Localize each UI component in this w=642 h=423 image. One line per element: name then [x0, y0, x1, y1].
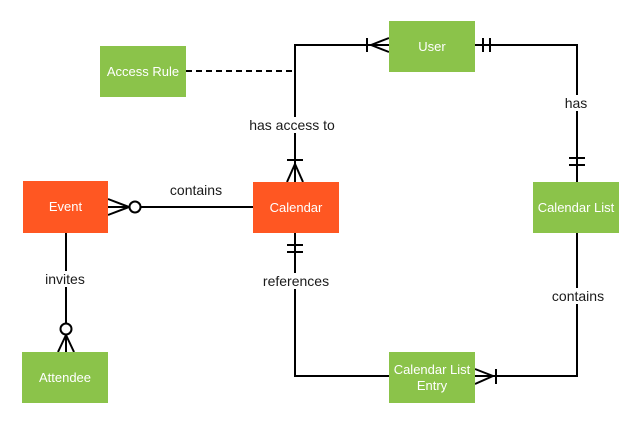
entity-calendar: Calendar [253, 182, 339, 233]
relationship-label-invites: invites [41, 271, 89, 287]
exactly-one-ticks-marker [569, 157, 585, 166]
entity-calendar-list: Calendar List [533, 182, 619, 233]
crows-foot-many-marker [57, 334, 75, 353]
entity-calendar-list-entry: Calendar List Entry [389, 352, 475, 403]
relationship-label-has: has [560, 95, 592, 111]
entity-user: User [389, 21, 475, 72]
relationship-user-has-calendarlist [475, 38, 585, 182]
entity-access-rule: Access Rule [100, 46, 186, 97]
exactly-one-ticks-marker [287, 244, 303, 253]
exactly-one-ticks-marker [482, 38, 491, 52]
relationship-label-has-access-to: has access to [245, 117, 339, 133]
relationship-label-references: references [258, 273, 334, 289]
relationship-label-contains-event-calendar: contains [165, 182, 227, 198]
zero-circle-marker [128, 200, 142, 214]
relationship-calendarlist-contains-entry [474, 233, 578, 385]
zero-circle-marker [59, 322, 73, 336]
relationship-calendar-hasaccess-user [286, 37, 390, 183]
crows-foot-many-marker [370, 37, 390, 53]
relationship-event-invites-attendee [57, 233, 75, 353]
entity-event: Event [23, 181, 108, 233]
crows-foot-many-marker [286, 163, 304, 183]
crows-foot-many-marker [474, 368, 494, 385]
relationship-calendar-references-entry [287, 233, 389, 377]
crows-foot-many-marker [107, 198, 130, 216]
relationship-event-contains-calendar [107, 198, 253, 216]
entity-attendee: Attendee [22, 352, 108, 403]
relationship-label-contains-calendarlist-entry: contains [547, 288, 609, 304]
